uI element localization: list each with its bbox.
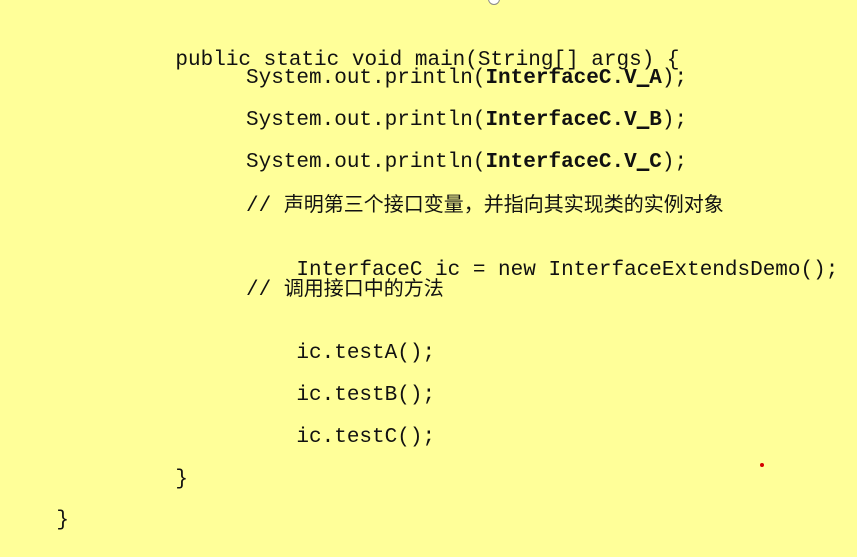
print-call: System.out.println( xyxy=(246,151,486,174)
inner-close-brace: } xyxy=(175,468,189,491)
code-line-print-vc: System.out.println(InterfaceC.V_C); xyxy=(246,151,687,175)
code-line-comment-2: // 调用接口中的方法 xyxy=(246,276,444,302)
interface-ref: InterfaceC. xyxy=(485,67,625,90)
code-line-print-vb: System.out.println(InterfaceC.V_B); xyxy=(246,109,687,133)
constant-underscore: _ xyxy=(636,151,650,174)
print-call: System.out.println( xyxy=(246,109,486,132)
constant-name-part: V xyxy=(624,67,637,90)
code-line-outer-close: } xyxy=(6,485,69,532)
constant-underscore: _ xyxy=(636,67,650,90)
code-slide: public static void main(String[] args) {… xyxy=(6,0,839,532)
interface-ref: InterfaceC. xyxy=(485,109,625,132)
declaration-text: InterfaceC ic = new InterfaceExtendsDemo… xyxy=(296,259,839,282)
outer-close-brace: } xyxy=(56,509,70,532)
code-line-main-signature: public static void main(String[] args) { xyxy=(125,25,679,72)
constant-letter: B xyxy=(649,109,662,132)
code-line-inner-close: } xyxy=(125,444,188,491)
print-call: System.out.println( xyxy=(246,67,486,90)
code-line-call-a: ic.testA(); xyxy=(246,318,435,365)
code-line-print-va: System.out.println(InterfaceC.V_A); xyxy=(246,67,687,91)
resize-handle[interactable] xyxy=(488,0,500,5)
constant-name-part: V xyxy=(624,151,637,174)
constant-letter: C xyxy=(649,151,662,174)
red-dot-marker xyxy=(760,463,764,467)
code-line-declaration: InterfaceC ic = new InterfaceExtendsDemo… xyxy=(246,235,838,282)
print-close: ); xyxy=(661,67,688,90)
constant-letter: A xyxy=(649,67,662,90)
print-close: ); xyxy=(661,151,688,174)
comment-slashes: // xyxy=(246,195,284,218)
interface-ref: InterfaceC. xyxy=(485,151,625,174)
code-line-comment-1: // 声明第三个接口变量，并指向其实现类的实例对象 xyxy=(246,192,724,218)
call-a-text: ic.testA(); xyxy=(296,342,436,365)
code-line-call-b: ic.testB(); xyxy=(246,360,435,407)
comment-slashes: // xyxy=(246,279,284,302)
call-b-text: ic.testB(); xyxy=(296,384,436,407)
constant-name-part: V xyxy=(624,109,637,132)
comment-text: 调用接口中的方法 xyxy=(283,276,444,300)
main-signature-text: public static void main(String[] args) { xyxy=(175,49,680,72)
print-close: ); xyxy=(661,109,688,132)
call-c-text: ic.testC(); xyxy=(296,426,436,449)
comment-text: 声明第三个接口变量，并指向其实现类的实例对象 xyxy=(283,192,724,216)
code-line-call-c: ic.testC(); xyxy=(246,402,435,449)
constant-underscore: _ xyxy=(636,109,650,132)
